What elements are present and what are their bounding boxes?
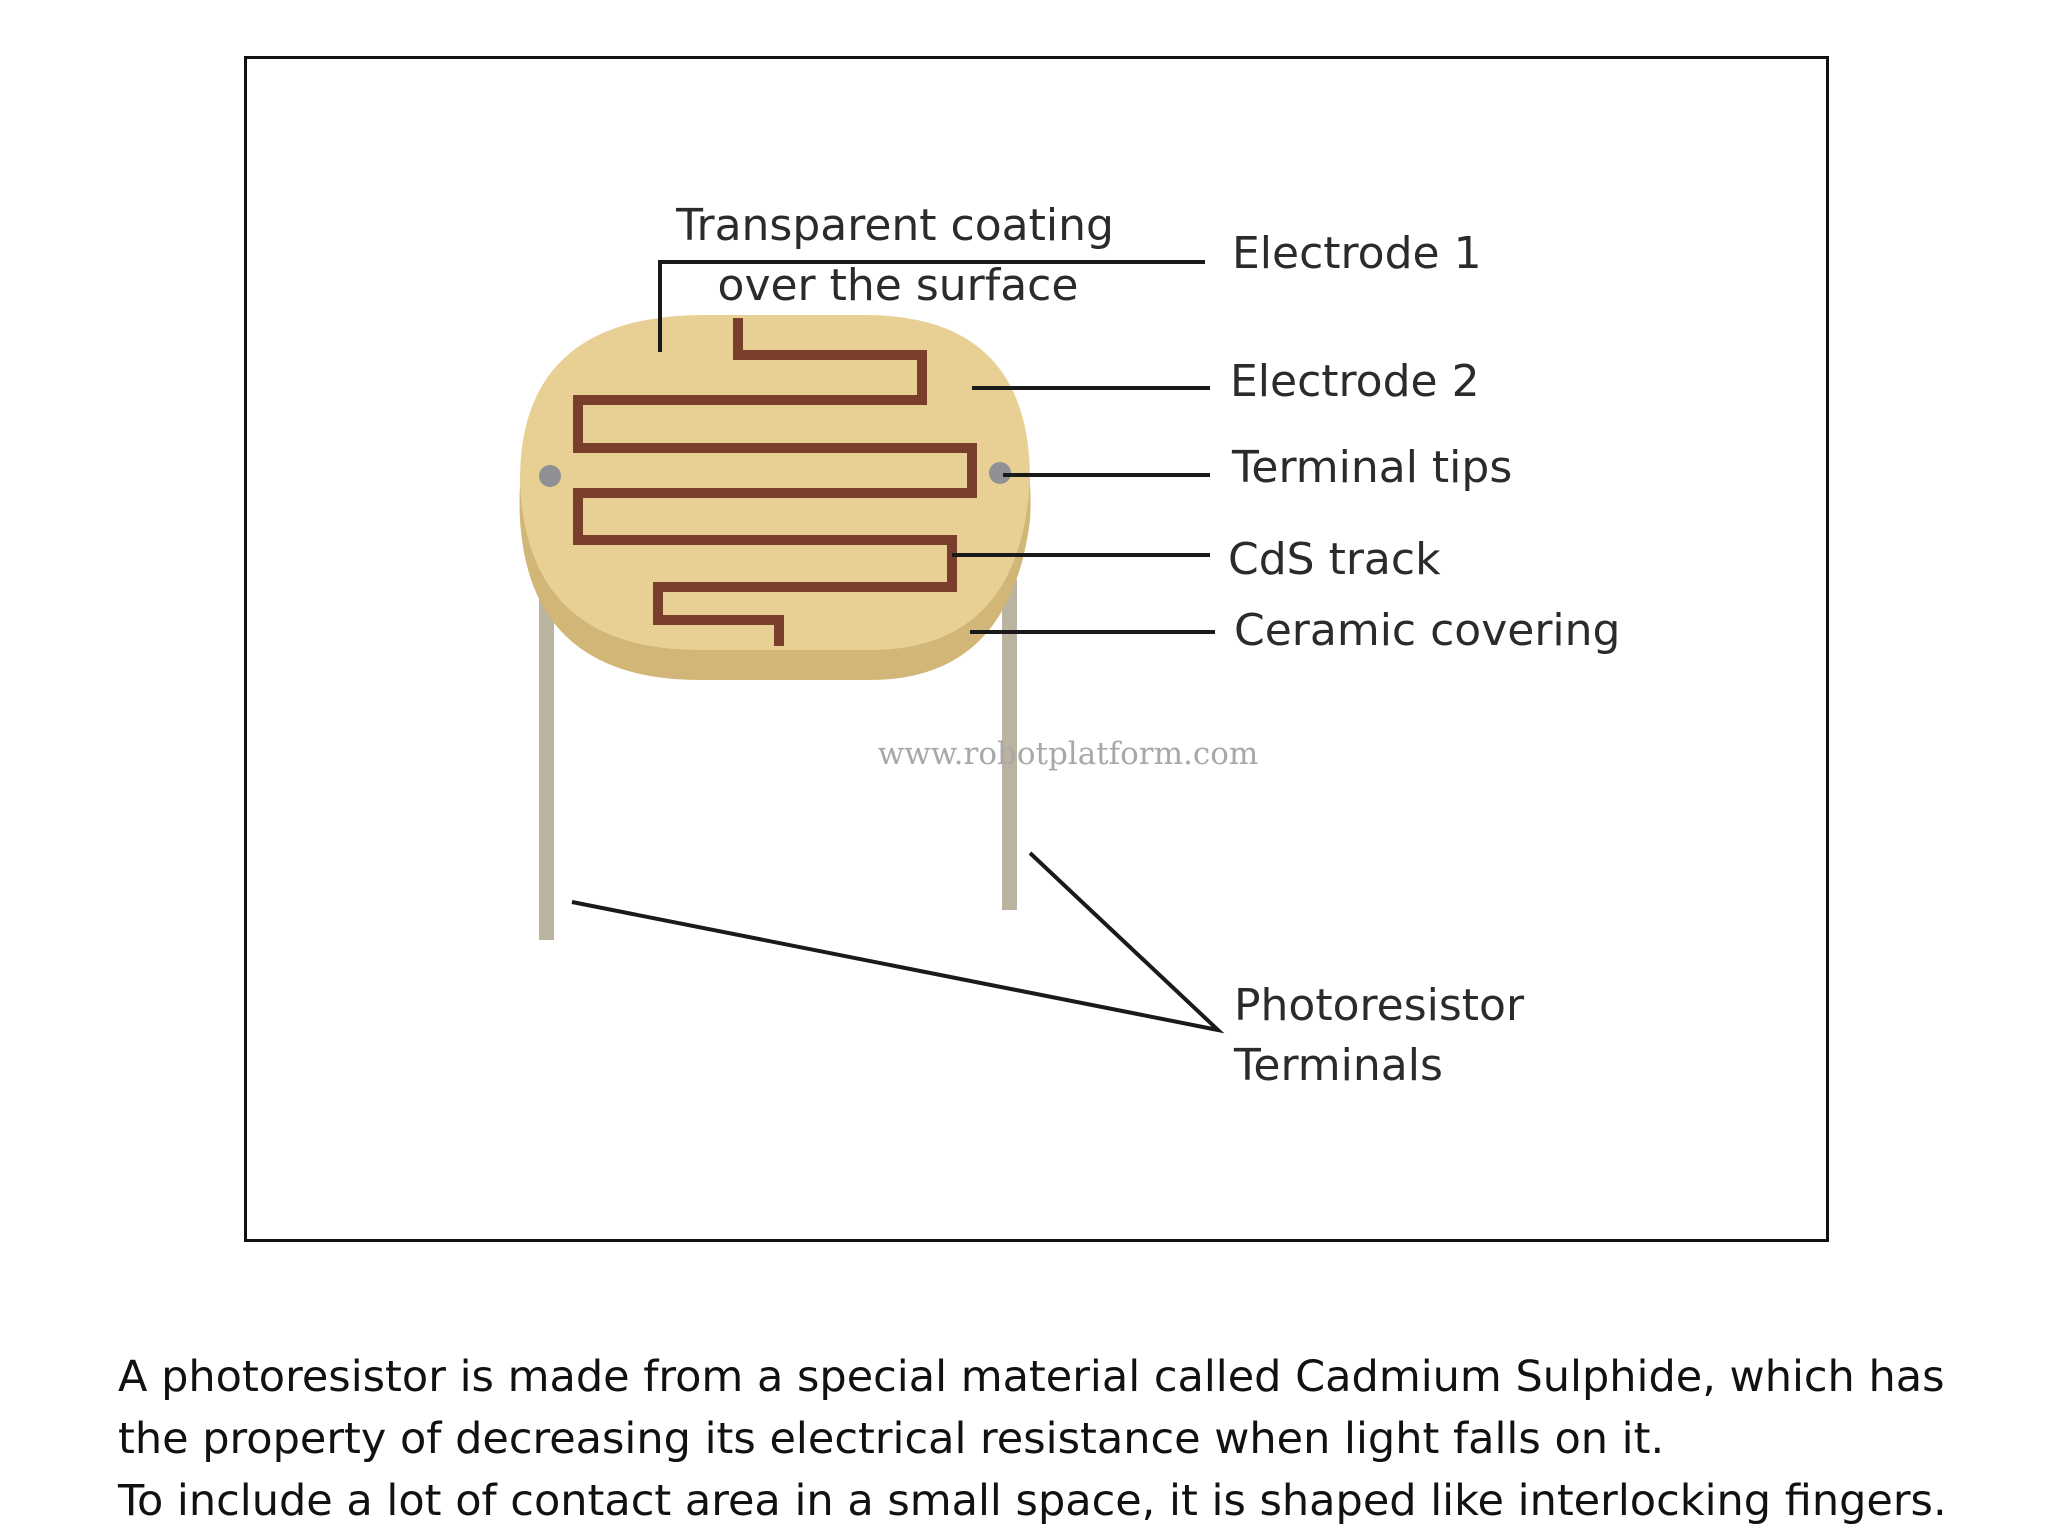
left-terminal-tip [539, 465, 561, 487]
watermark: www.robotplatform.com [878, 736, 1259, 772]
figure-frame [244, 56, 1829, 1242]
caption-line-2: the property of decreasing its electrica… [118, 1414, 1665, 1464]
right-terminal-lead [1002, 580, 1017, 910]
electrode-1-label: Electrode 1 [1232, 228, 1482, 279]
photoresistor-terminals-label-line2: Terminals [1233, 1040, 1443, 1091]
left-terminal-lead [539, 580, 554, 940]
photoresistor-terminals-leader-lines [571, 851, 1225, 1034]
caption-line-1: A photoresistor is made from a special m… [118, 1352, 1945, 1402]
ceramic-body-face [520, 315, 1030, 650]
cds-track-label: CdS track [1228, 534, 1441, 585]
electrode-1-leader-line [658, 260, 1205, 352]
ceramic-covering-label: Ceramic covering [1234, 605, 1620, 656]
transparent-coating-label-line1: Transparent coating [675, 200, 1114, 251]
terminal-tips-label: Terminal tips [1231, 442, 1512, 493]
caption-line-3: To include a lot of contact area in a sm… [118, 1476, 1947, 1526]
right-terminal-tip [989, 462, 1011, 484]
cds-track [573, 318, 977, 646]
photoresistor-terminals-label-line1: Photoresistor [1234, 980, 1525, 1031]
electrode-2-label: Electrode 2 [1230, 356, 1480, 407]
caption: A photoresistor is made from a special m… [118, 1346, 1948, 1532]
transparent-coating-label-line2: over the surface [718, 260, 1079, 311]
